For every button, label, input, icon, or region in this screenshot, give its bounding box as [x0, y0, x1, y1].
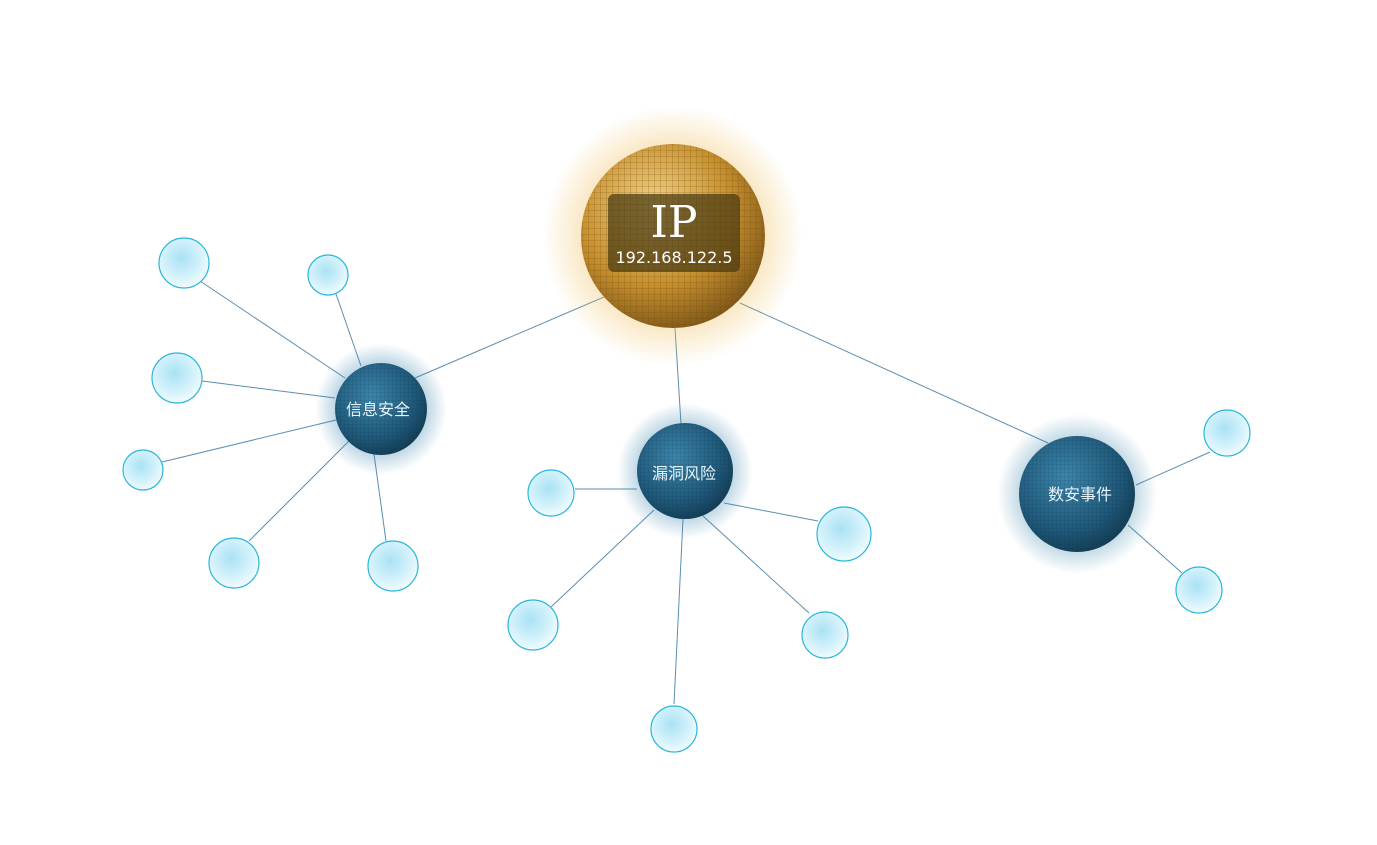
link-leaf [550, 509, 655, 608]
leaf-node[interactable] [307, 254, 349, 296]
category-label: 数安事件 [1048, 485, 1112, 504]
link-leaf [201, 380, 336, 399]
leaf-node[interactable] [507, 599, 559, 651]
root-node-ip[interactable]: IP 192.168.122.5 [543, 106, 803, 366]
leaf-node[interactable] [527, 469, 575, 517]
category-node-info-security[interactable]: 信息安全 [315, 343, 447, 475]
root-label-box [608, 194, 740, 272]
root-title: IP [651, 197, 698, 248]
category-label: 漏洞风险 [652, 464, 716, 483]
leaf-node[interactable] [1175, 566, 1223, 614]
link-leaf [161, 419, 337, 463]
category-node-data-security-events[interactable]: 数安事件 [997, 414, 1157, 574]
root-ip-address: 192.168.122.5 [615, 248, 732, 267]
link-root-data-security-events [739, 302, 1049, 444]
leaf-layer [122, 237, 1251, 753]
category-label: 信息安全 [346, 400, 410, 419]
link-leaf [673, 518, 684, 705]
leaf-node[interactable] [367, 540, 419, 592]
link-leaf [702, 515, 810, 614]
leaf-node[interactable] [122, 449, 164, 491]
leaf-node[interactable] [816, 506, 872, 562]
leaf-node[interactable] [650, 705, 698, 753]
leaf-node[interactable] [151, 352, 203, 404]
leaf-node[interactable] [158, 237, 210, 289]
leaf-node[interactable] [208, 537, 260, 589]
leaf-node[interactable] [1203, 409, 1251, 457]
link-leaf [248, 439, 351, 542]
link-leaf [199, 280, 346, 379]
category-node-vuln-risk[interactable]: 漏洞风险 [617, 403, 753, 539]
leaf-node[interactable] [801, 611, 849, 659]
